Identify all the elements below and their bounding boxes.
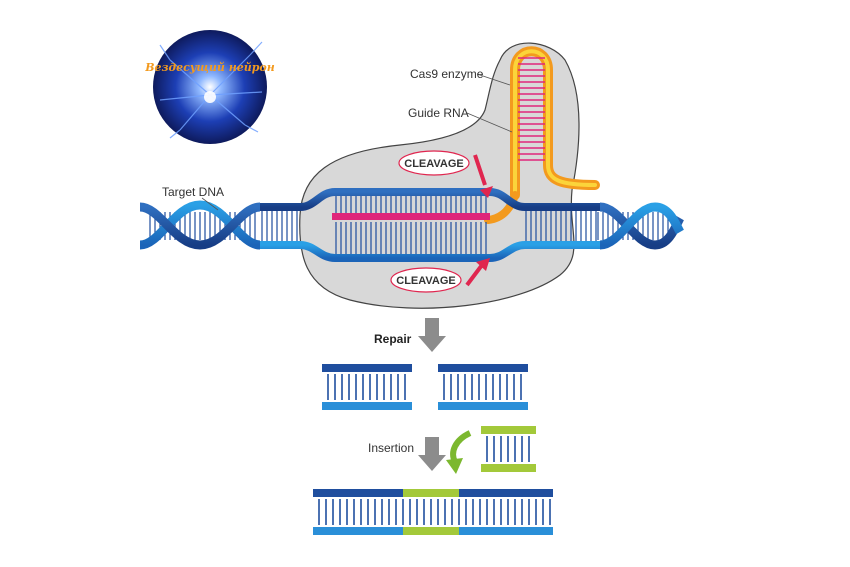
target-dna (139, 188, 685, 262)
insertion-label: Insertion (368, 441, 414, 455)
dna-fragment-left (322, 364, 412, 410)
dna-insert-fragment (481, 426, 536, 472)
cleavage-label-bottom: CLEAVAGE (396, 275, 456, 287)
target-dna-label: Target DNA (162, 185, 224, 199)
guide-rna (484, 46, 600, 224)
dna-repaired-with-insert (313, 489, 553, 535)
cas9-enzyme-shape (299, 42, 580, 309)
cas9-label: Cas9 enzyme (410, 67, 484, 81)
repair-arrow (418, 318, 446, 352)
neuron-logo: Вездесущий нейрон (144, 30, 275, 144)
insertion-arrow (418, 437, 446, 471)
logo-text: Вездесущий нейрон (144, 61, 275, 74)
cleavage-badge-bottom: CLEAVAGE (390, 267, 462, 293)
cleavage-badge-top: CLEAVAGE (398, 150, 470, 176)
cleavage-label-top: CLEAVAGE (404, 158, 464, 170)
cleavage-arrow-top (473, 154, 493, 198)
insert-curved-arrow (446, 430, 472, 474)
cleavage-arrow-bottom (465, 258, 490, 287)
guide-rna-label: Guide RNA (408, 106, 469, 120)
repair-label: Repair (374, 332, 412, 346)
dna-fragment-right (438, 364, 528, 410)
